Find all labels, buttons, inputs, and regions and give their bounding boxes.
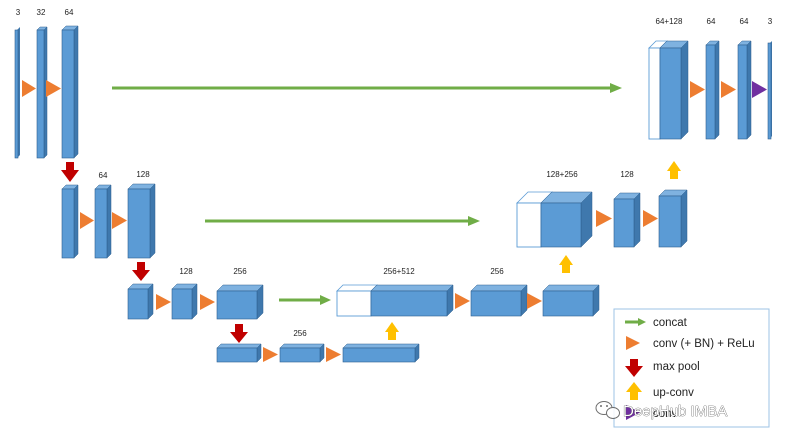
label-dec1-concat: 64+128	[656, 17, 683, 26]
legend-item-conv: conv (+ BN) + ReLu	[626, 336, 755, 350]
block-dec2-128b	[658, 189, 688, 248]
block-enc3-128	[171, 283, 198, 320]
conv-arrow-icon	[326, 347, 341, 362]
label-dec3-c: 256	[490, 267, 504, 276]
label-enc3-c1: 128	[179, 267, 193, 276]
label-dec2-concat: 128+256	[546, 170, 578, 179]
label-bottom-c1: 256	[293, 329, 307, 338]
legend-item-upconv: up-conv	[626, 382, 694, 400]
label-dec1-c2: 64	[740, 17, 749, 26]
label-enc2-c2: 128	[136, 170, 150, 179]
encoder-level-2: 64 128	[61, 170, 156, 259]
green-arrow-icon	[625, 318, 646, 326]
conv-arrow-icon	[263, 347, 278, 362]
block-dec2-128	[613, 192, 641, 248]
block-enc2-pool	[61, 184, 79, 259]
legend-label-upconv: up-conv	[653, 387, 694, 399]
decoder-level-1: 64+128 64 64 3	[648, 17, 773, 140]
conv-arrow-icon	[527, 293, 542, 309]
block-dec3-256	[470, 284, 528, 317]
legend-item-maxpool: max pool	[625, 359, 700, 377]
label-dec3-concat: 256+512	[383, 267, 415, 276]
decoder-level-2: 128+256 128	[516, 170, 688, 248]
maxpool-arrow-icon	[61, 162, 79, 182]
block-bottom-pool	[216, 343, 262, 363]
block-bottom-256	[279, 343, 325, 363]
conv-arrow-icon	[721, 81, 736, 98]
label-enc1-in: 3	[16, 8, 21, 17]
label-dec2-c: 128	[620, 170, 634, 179]
conv-arrow-icon	[596, 210, 612, 227]
upconv-arrow-icon	[385, 322, 399, 340]
conv-arrow-icon	[690, 81, 705, 98]
legend-item-conv1x1: conv	[626, 405, 678, 420]
block-dec3-concat	[336, 284, 454, 317]
maxpool-arrow-icon	[230, 324, 248, 343]
concat-arrow-level-1	[112, 83, 622, 93]
conv-arrow-icon	[80, 212, 94, 229]
block-enc2-128	[127, 183, 156, 259]
conv-arrow-icon	[156, 294, 171, 310]
conv-arrow-icon	[22, 80, 36, 97]
label-dec1-c1: 64	[707, 17, 716, 26]
label-enc1-c2: 64	[65, 8, 74, 17]
block-dec1-64	[705, 40, 720, 140]
label-dec1-out: 3	[768, 17, 773, 26]
block-dec3-256b	[542, 284, 600, 317]
legend-label-maxpool: max pool	[653, 361, 700, 373]
upconv-arrow-icon	[559, 255, 573, 273]
block-dec2-concat	[516, 191, 593, 248]
conv-arrow-icon	[643, 210, 658, 227]
decoder-level-3: 256+512 256	[336, 267, 600, 317]
watermark: DeepHub IMBA	[595, 401, 728, 420]
conv-arrow-icon	[200, 294, 215, 310]
purple-triangle-icon	[626, 405, 640, 420]
block-enc1-64	[61, 25, 79, 159]
label-enc3-c2: 256	[233, 267, 247, 276]
upconv-arrow-icon	[667, 161, 681, 179]
legend-label-concat: concat	[653, 317, 688, 329]
block-input-3	[14, 27, 20, 159]
block-enc1-32	[36, 26, 48, 159]
legend: concat conv (+ BN) + ReLu max pool up-co…	[613, 308, 770, 428]
block-enc3-256	[216, 284, 264, 320]
orange-triangle-icon	[626, 336, 640, 350]
watermark-text: DeepHub IMBA	[623, 403, 727, 420]
maxpool-arrow-icon	[132, 262, 150, 281]
block-bottom-512	[342, 343, 420, 363]
block-dec1-64b	[737, 40, 752, 140]
block-enc3-pool	[127, 283, 154, 320]
final-conv-arrow-icon	[752, 81, 767, 98]
label-enc2-c1: 64	[99, 171, 108, 180]
bottleneck-level: 256	[216, 329, 420, 363]
encoder-level-1: 3 32 64	[14, 8, 79, 159]
concat-arrow-level-2	[205, 216, 480, 226]
block-enc2-64	[94, 184, 112, 259]
label-enc1-c1: 32	[37, 8, 46, 17]
legend-label-conv: conv (+ BN) + ReLu	[653, 338, 755, 350]
wechat-icon	[595, 401, 620, 419]
red-down-arrow-icon	[625, 359, 643, 377]
concat-arrow-level-3	[279, 295, 331, 305]
conv-arrow-icon	[112, 212, 127, 229]
conv-arrow-icon	[455, 293, 470, 309]
encoder-level-3: 128 256	[127, 267, 264, 320]
yellow-up-arrow-icon	[626, 382, 642, 400]
block-dec1-concat	[648, 40, 689, 140]
conv-arrow-icon	[46, 80, 61, 97]
legend-label-conv1x1: conv	[653, 408, 678, 420]
legend-item-concat: concat	[625, 317, 688, 329]
block-output-3	[767, 41, 772, 140]
